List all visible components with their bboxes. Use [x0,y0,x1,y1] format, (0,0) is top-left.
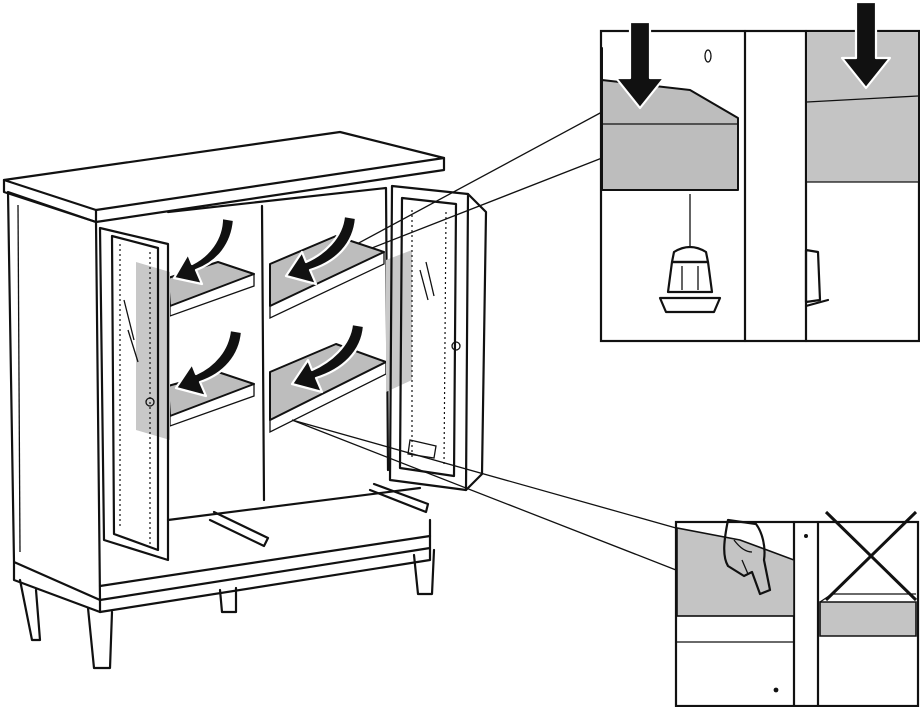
arrow-down-icon [172,214,366,398]
detail-shelf-seating [674,510,920,707]
arrow-down-icon [614,0,892,110]
cabinet [2,130,488,670]
detail-shelf-pin [599,0,920,343]
left-door [98,226,170,562]
hand-press-icon [723,518,772,596]
cross-icon [824,510,918,602]
shelf-pin-icon [658,194,830,314]
right-door [388,184,488,492]
